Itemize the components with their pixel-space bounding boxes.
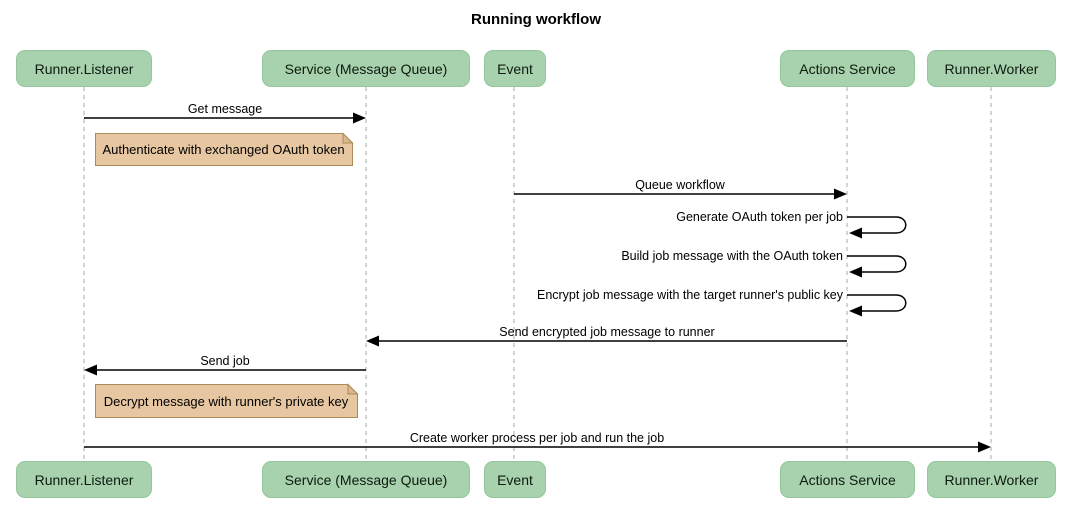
participant-bottom-runner-listener: Runner.Listener [16, 461, 152, 498]
diagram-title: Running workflow [471, 11, 601, 28]
participant-top-service-message-queue: Service (Message Queue) [262, 50, 470, 87]
participant-top-runner-worker: Runner.Worker [927, 50, 1056, 87]
participant-bottom-actions-service: Actions Service [780, 461, 915, 498]
arrowhead-generate-oauth-token [849, 227, 862, 239]
note-shape-authenticate [95, 133, 353, 166]
message-arrows [84, 112, 991, 453]
participant-label: Actions Service [799, 471, 896, 488]
self-loop-build-job-message [847, 255, 907, 273]
participant-label: Runner.Listener [34, 471, 134, 488]
lifelines [83, 87, 992, 461]
participant-bottom-event: Event [484, 461, 546, 498]
arrowhead-build-job-message [849, 266, 862, 278]
note-shape-decrypt [95, 384, 358, 418]
participant-top-event: Event [484, 50, 546, 87]
message-label-generate-oauth-token: Generate OAuth token per job [676, 210, 843, 224]
note-decrypt-private-key: Decrypt message with runner's private ke… [103, 393, 349, 409]
note-fold-decrypt [347, 383, 359, 395]
note-shapes [95, 132, 359, 418]
participant-bottom-service-message-queue: Service (Message Queue) [262, 461, 470, 498]
arrowhead-send-encrypted-job-message [366, 335, 379, 347]
participant-label: Actions Service [799, 60, 896, 77]
note-fold-authenticate [342, 132, 354, 144]
message-label-send-encrypted-job-message: Send encrypted job message to runner [499, 325, 715, 339]
participant-bottom-runner-worker: Runner.Worker [927, 461, 1056, 498]
message-label-create-worker-process: Create worker process per job and run th… [409, 431, 665, 445]
message-label-send-job: Send job [200, 354, 250, 368]
self-loop-generate-oauth-token [847, 216, 907, 234]
participant-label: Event [497, 60, 533, 77]
message-label-queue-workflow: Queue workflow [635, 178, 725, 192]
arrowhead-create-worker-process [978, 441, 991, 453]
participant-label: Service (Message Queue) [284, 471, 448, 488]
participant-top-actions-service: Actions Service [780, 50, 915, 87]
participant-label: Event [497, 471, 533, 488]
self-loop-encrypt-job-message [847, 294, 907, 312]
arrowhead-get-message [353, 112, 366, 124]
arrowhead-send-job [84, 364, 97, 376]
participant-label: Runner.Worker [944, 471, 1039, 488]
arrowhead-queue-workflow [834, 188, 847, 200]
message-label-encrypt-job-message: Encrypt job message with the target runn… [536, 288, 843, 302]
participant-label: Runner.Listener [34, 60, 134, 77]
message-label-get-message: Get message [187, 102, 263, 116]
participant-top-runner-listener: Runner.Listener [16, 50, 152, 87]
note-authenticate-oauth: Authenticate with exchanged OAuth token [102, 142, 345, 157]
participant-label: Runner.Worker [944, 60, 1039, 77]
message-label-build-job-message: Build job message with the OAuth token [621, 249, 843, 263]
participant-label: Service (Message Queue) [284, 60, 448, 77]
arrowhead-encrypt-job-message [849, 305, 862, 317]
